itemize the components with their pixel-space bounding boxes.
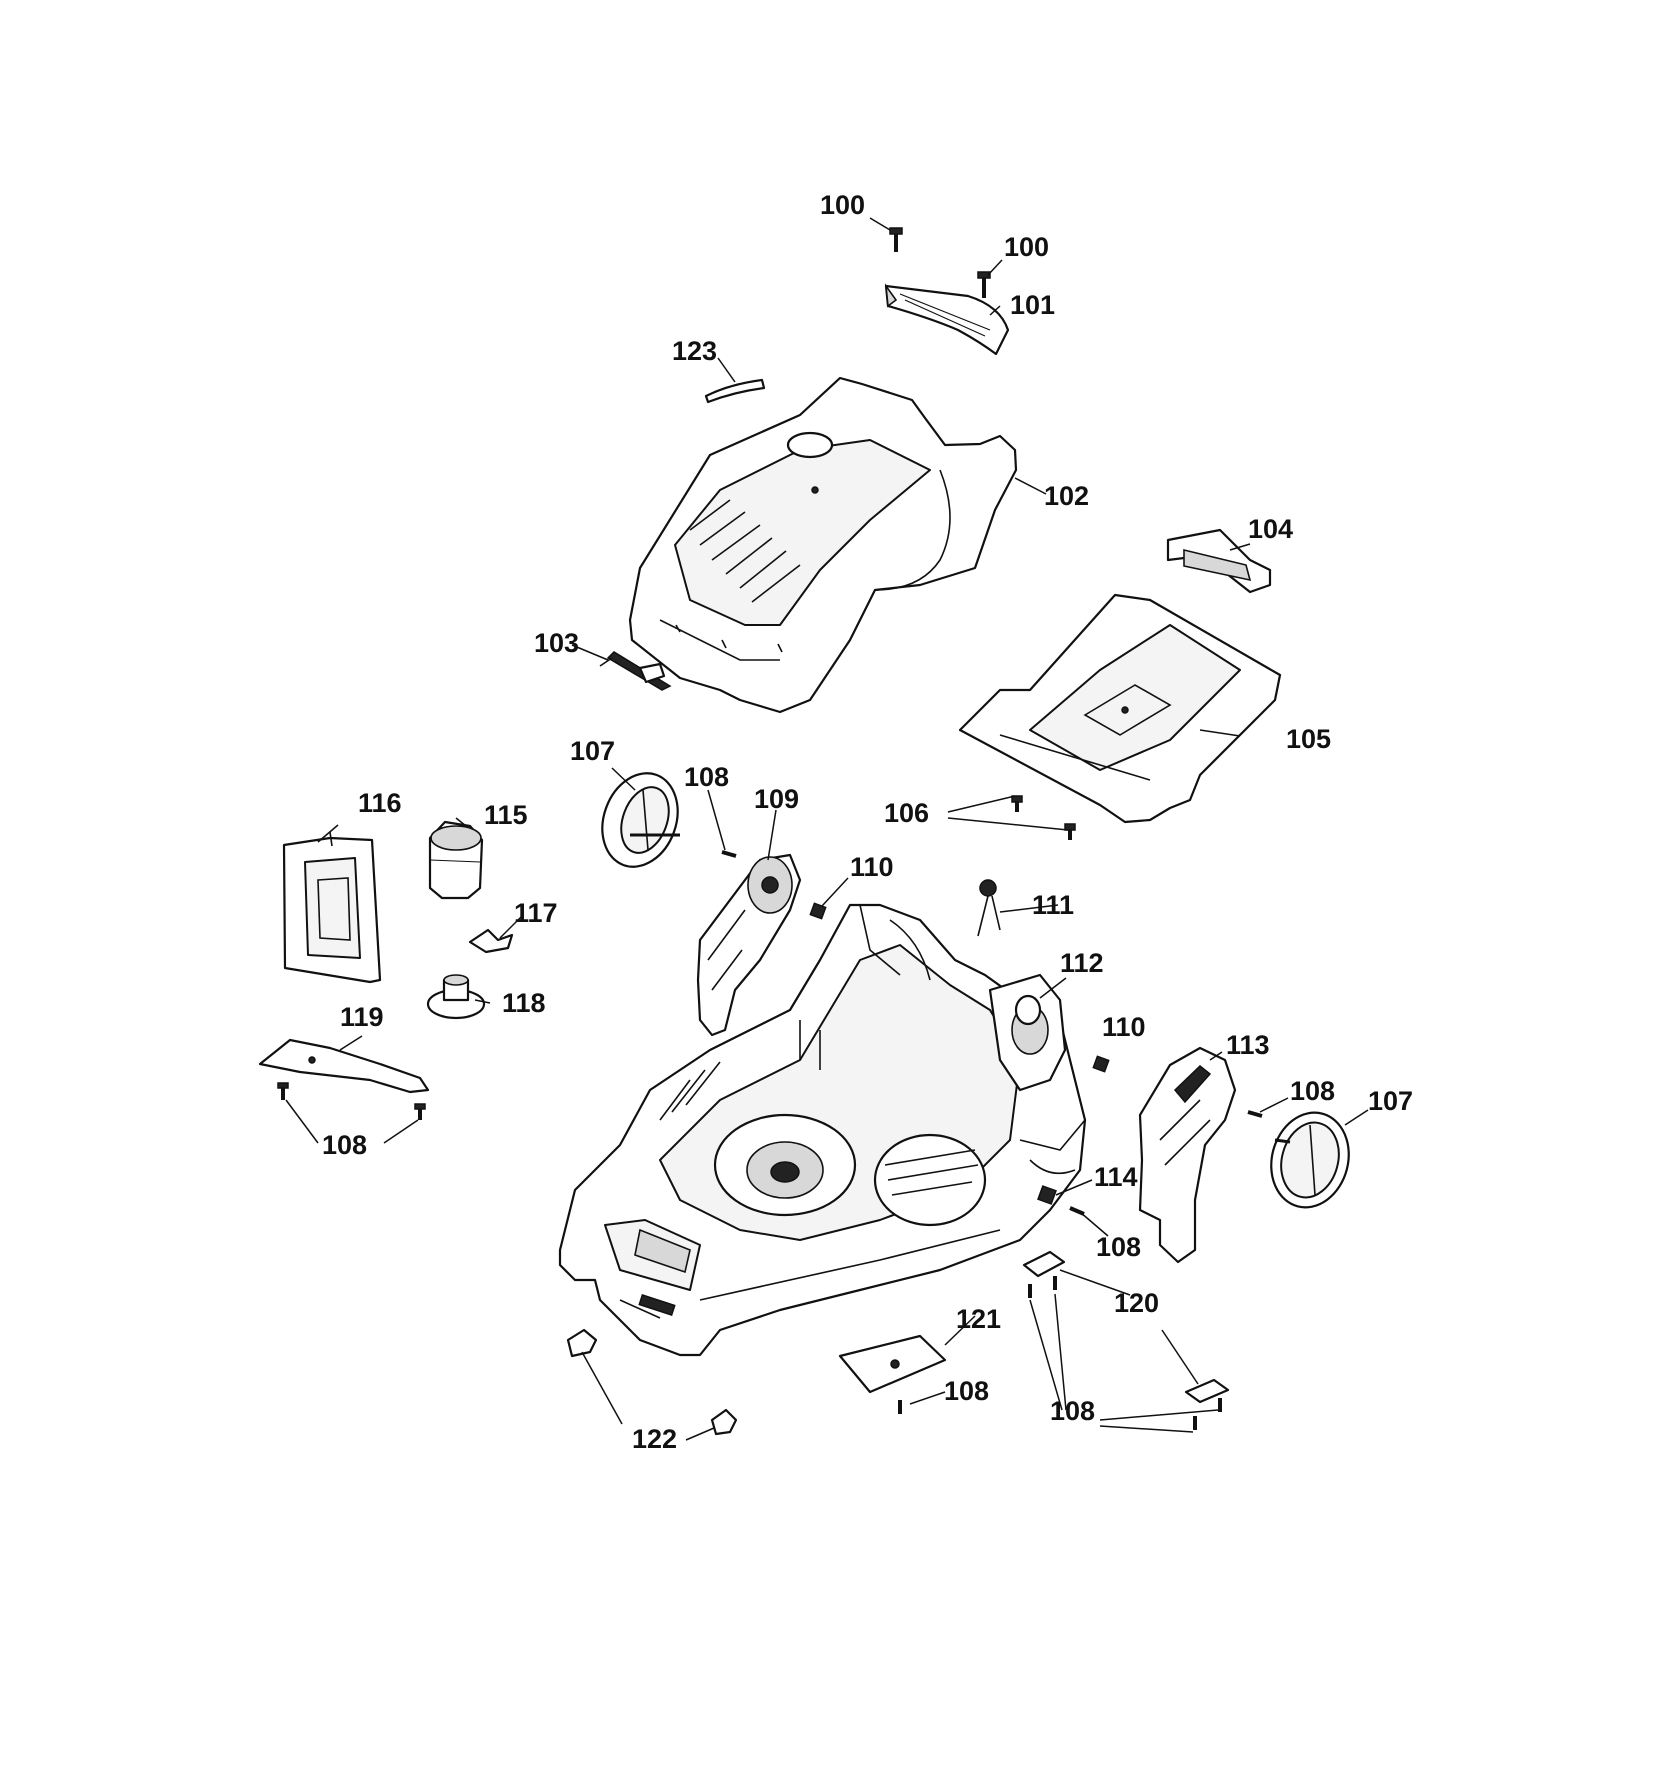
part-123-clip [704, 378, 766, 404]
part-107-wheel-left [601, 772, 680, 868]
label-108-e: 108 [944, 1376, 989, 1406]
label-121: 121 [956, 1304, 1001, 1334]
label-108-a: 108 [684, 762, 729, 792]
label-118: 118 [502, 988, 546, 1018]
label-112: 112 [1060, 948, 1104, 978]
label-101: 101 [1010, 290, 1055, 320]
label-105: 105 [1286, 724, 1331, 754]
part-112-pivot [1014, 994, 1042, 1026]
label-108-c: 108 [322, 1130, 367, 1160]
part-102-top-cover [628, 376, 1018, 714]
label-106: 106 [884, 798, 929, 828]
label-119: 119 [340, 1002, 384, 1032]
label-100-a: 100 [820, 190, 865, 220]
part-100-screw-a [889, 227, 903, 252]
label-123: 123 [672, 336, 717, 366]
part-deck-housing [558, 903, 1087, 1357]
part-122-clip-a [566, 1328, 598, 1358]
part-121-plate [838, 1334, 947, 1414]
label-103: 103 [534, 628, 579, 658]
label-107-a: 107 [570, 736, 615, 766]
label-111: 111 [1032, 890, 1074, 920]
part-108-screws-f [1028, 1276, 1222, 1430]
label-122: 122 [632, 1424, 677, 1454]
part-120-clip-a [1022, 1250, 1066, 1278]
label-108-b: 108 [1290, 1076, 1335, 1106]
part-114-bush [1037, 1185, 1057, 1205]
part-118-knob [426, 974, 486, 1020]
leader-lines [285, 217, 1369, 1441]
part-108-screw-e [414, 1103, 426, 1120]
part-116-flap [282, 831, 382, 984]
part-107-wheel-right [1270, 1111, 1350, 1209]
part-111-spring [977, 879, 1001, 937]
part-106-screw-b [1064, 823, 1076, 840]
part-103-latch [599, 651, 672, 691]
part-120-clip-b [1184, 1378, 1230, 1404]
part-115-cap [428, 820, 484, 900]
label-117: 117 [514, 898, 558, 928]
part-100-screw-b [977, 271, 991, 298]
label-109: 109 [754, 784, 799, 814]
label-108-d: 108 [1096, 1232, 1141, 1262]
part-117-clip [468, 928, 514, 954]
part-113-wheel-arm-right [1138, 1046, 1237, 1264]
part-110-bush-a [809, 902, 827, 920]
label-120: 120 [1114, 1288, 1159, 1318]
label-108-f: 108 [1050, 1396, 1095, 1426]
part-108-screw-b [1247, 1110, 1263, 1118]
label-100-b: 100 [1004, 232, 1049, 262]
label-116: 116 [358, 788, 402, 818]
label-102: 102 [1044, 481, 1089, 511]
part-122-clip-b [710, 1408, 738, 1436]
part-110-bush-b [1092, 1055, 1110, 1073]
part-104-bracket [1166, 528, 1272, 594]
label-104: 104 [1248, 514, 1293, 544]
part-108-screw-a [721, 850, 737, 858]
label-107-b: 107 [1368, 1086, 1413, 1116]
label-113: 113 [1226, 1030, 1270, 1060]
part-109-wheel-arm [696, 853, 802, 1037]
part-101-handle-grip [884, 283, 1010, 356]
label-110-b: 110 [1102, 1012, 1146, 1042]
part-108-screw-d [277, 1082, 289, 1100]
part-105-lid [958, 593, 1282, 824]
label-110-a: 110 [850, 852, 894, 882]
part-labels: 100 100 101 123 102 104 103 105 107 108 … [322, 190, 1413, 1454]
label-114: 114 [1094, 1162, 1138, 1192]
label-115: 115 [484, 800, 528, 830]
part-119-rail [258, 1038, 430, 1094]
part-106-screw-a [1011, 795, 1023, 812]
